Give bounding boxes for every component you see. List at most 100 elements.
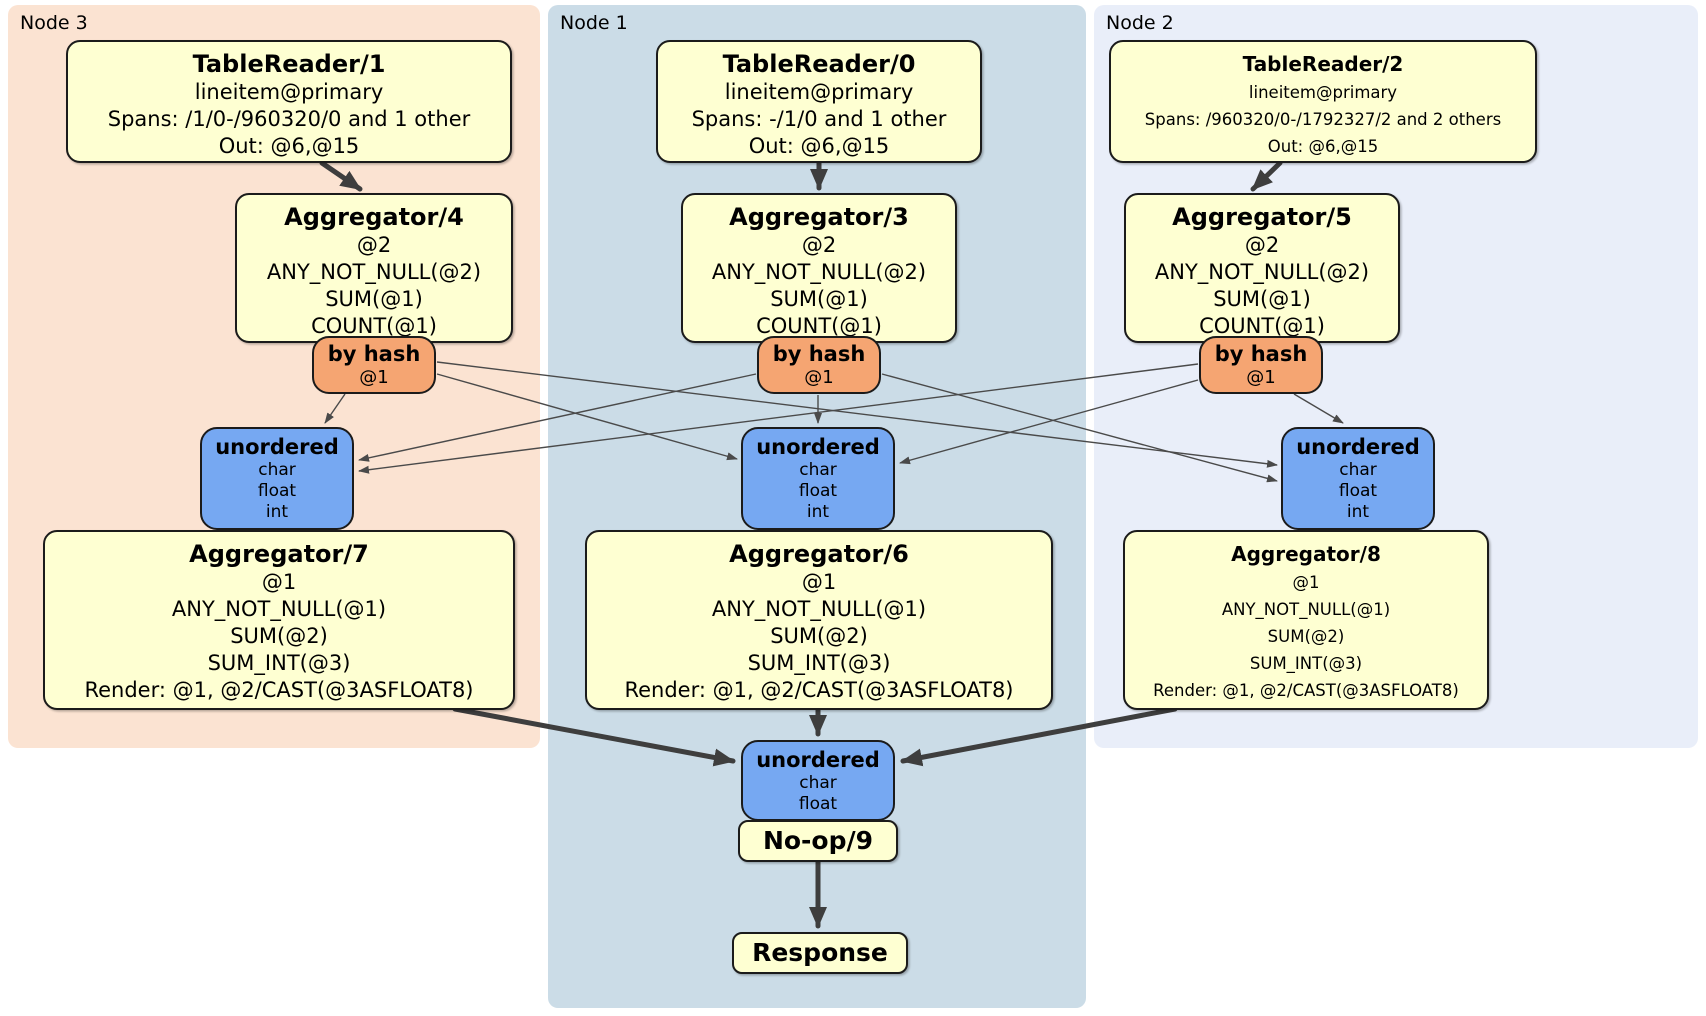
processor-response: Response [732, 932, 908, 974]
edge-hash2-to-sync1 [899, 379, 1199, 465]
sync-unordered-node2: unordered char float int [1281, 427, 1435, 530]
edge-hash3-to-sync2 [436, 361, 1278, 468]
processor-title: Response [752, 938, 888, 967]
edge-hash2-to-sync2 [1293, 393, 1344, 424]
processor-agg-line: SUM(@1) [1213, 287, 1311, 311]
sync-title: unordered [756, 748, 880, 772]
router-by-hash-node1: by hash @1 [757, 336, 881, 394]
sync-unordered-node1: unordered char float int [741, 427, 895, 530]
processor-agg-line: SUM(@2) [770, 624, 868, 648]
processor-group-line: @1 [261, 570, 297, 594]
processor-agg-line: SUM(@1) [325, 287, 423, 311]
processor-tablereader-1: TableReader/1 lineitem@primary Spans: /1… [66, 40, 512, 163]
router-key: @1 [804, 367, 834, 388]
processor-render-line: Render: @1, @2/CAST(@3ASFLOAT8) [84, 678, 474, 702]
router-by-hash-node2: by hash @1 [1199, 336, 1323, 394]
processor-title: TableReader/2 [1242, 52, 1404, 76]
processor-agg-line: ANY_NOT_NULL(@1) [171, 597, 387, 621]
processor-agg-line: SUM(@1) [770, 287, 868, 311]
processor-agg-line: ANY_NOT_NULL(@2) [266, 260, 482, 284]
processor-group-line: @1 [801, 570, 837, 594]
processor-agg-line: SUM_INT(@3) [1249, 654, 1363, 673]
router-title: by hash [1214, 342, 1308, 366]
processor-agg-line: ANY_NOT_NULL(@1) [711, 597, 927, 621]
edge-hash3-to-sync3 [324, 393, 346, 424]
router-key: @1 [359, 367, 389, 388]
processor-spans-line: Spans: -/1/0 and 1 other [691, 107, 947, 131]
processor-agg-line: COUNT(@1) [1199, 314, 1325, 338]
edge-hash2-to-sync3 [358, 363, 1199, 474]
processor-title: Aggregator/7 [189, 540, 369, 568]
sync-stream: float [257, 481, 297, 501]
processor-out-line: Out: @6,@15 [218, 134, 360, 158]
processor-agg-line: COUNT(@1) [756, 314, 882, 338]
processor-index-line: lineitem@primary [724, 80, 914, 104]
processor-agg-line: ANY_NOT_NULL(@2) [1154, 260, 1370, 284]
processor-out-line: Out: @6,@15 [748, 134, 890, 158]
sync-stream: int [806, 502, 830, 522]
processor-title: Aggregator/8 [1231, 542, 1381, 566]
sync-stream: char [258, 460, 296, 480]
sync-unordered-final: unordered char float [741, 740, 895, 821]
processor-aggregator-6: Aggregator/6 @1 ANY_NOT_NULL(@1) SUM(@2)… [585, 530, 1053, 710]
router-title: by hash [327, 342, 421, 366]
processor-aggregator-5: Aggregator/5 @2 ANY_NOT_NULL(@2) SUM(@1)… [1124, 193, 1400, 343]
region-node2-label: Node 2 [1106, 12, 1174, 34]
sync-stream: char [1339, 460, 1377, 480]
processor-agg-line: SUM_INT(@3) [207, 651, 351, 675]
processor-title: TableReader/0 [722, 50, 916, 78]
processor-index-line: lineitem@primary [194, 80, 384, 104]
edge-hash1-to-sync2 [881, 373, 1278, 483]
processor-title: Aggregator/5 [1172, 203, 1352, 231]
processor-tablereader-0: TableReader/0 lineitem@primary Spans: -/… [656, 40, 982, 163]
region-node1-label: Node 1 [560, 12, 628, 34]
edge-hash1-to-sync3 [358, 373, 757, 462]
router-key: @1 [1246, 367, 1276, 388]
processor-out-line: Out: @6,@15 [1267, 137, 1379, 156]
processor-agg-line: SUM(@2) [1267, 627, 1345, 646]
sync-title: unordered [215, 435, 339, 459]
processor-title: TableReader/1 [192, 50, 386, 78]
processor-noop-9: No-op/9 [738, 820, 898, 862]
processor-group-line: @1 [1292, 573, 1320, 592]
processor-spans-line: Spans: /1/0-/960320/0 and 1 other [107, 107, 471, 131]
processor-group-line: @2 [1244, 233, 1280, 257]
sync-stream: char [799, 773, 837, 793]
processor-agg-line: SUM_INT(@3) [747, 651, 891, 675]
processor-title: Aggregator/6 [729, 540, 909, 568]
processor-spans-line: Spans: /960320/0-/1792327/2 and 2 others [1144, 110, 1502, 129]
sync-title: unordered [756, 435, 880, 459]
processor-title: Aggregator/3 [729, 203, 909, 231]
processor-aggregator-4: Aggregator/4 @2 ANY_NOT_NULL(@2) SUM(@1)… [235, 193, 513, 343]
processor-agg-line: SUM(@2) [230, 624, 328, 648]
processor-index-line: lineitem@primary [1248, 83, 1398, 102]
processor-group-line: @2 [801, 233, 837, 257]
edge-tr2-to-agg5 [1250, 160, 1283, 192]
processor-aggregator-3: Aggregator/3 @2 ANY_NOT_NULL(@2) SUM(@1)… [681, 193, 957, 343]
sync-stream: int [265, 502, 289, 522]
processor-agg-line: ANY_NOT_NULL(@1) [1221, 600, 1391, 619]
processor-group-line: @2 [356, 233, 392, 257]
edge-agg8-to-final-sync [900, 706, 1178, 767]
edge-agg7-to-final-sync [452, 706, 736, 767]
processor-render-line: Render: @1, @2/CAST(@3ASFLOAT8) [624, 678, 1014, 702]
processor-title: Aggregator/4 [284, 203, 464, 231]
edge-tr1-to-agg4 [319, 160, 363, 192]
router-title: by hash [772, 342, 866, 366]
router-by-hash-node3: by hash @1 [312, 336, 436, 394]
processor-aggregator-7: Aggregator/7 @1 ANY_NOT_NULL(@1) SUM(@2)… [43, 530, 515, 710]
sync-stream: int [1346, 502, 1370, 522]
sync-stream: float [798, 794, 838, 814]
processor-tablereader-2: TableReader/2 lineitem@primary Spans: /9… [1109, 40, 1537, 163]
processor-aggregator-8: Aggregator/8 @1 ANY_NOT_NULL(@1) SUM(@2)… [1123, 530, 1489, 710]
sync-stream: float [798, 481, 838, 501]
sync-stream: char [799, 460, 837, 480]
sync-title: unordered [1296, 435, 1420, 459]
edge-hash3-to-sync1 [436, 373, 738, 461]
sync-unordered-node3: unordered char float int [200, 427, 354, 530]
processor-title: No-op/9 [762, 826, 874, 855]
processor-render-line: Render: @1, @2/CAST(@3ASFLOAT8) [1153, 681, 1459, 700]
sync-stream: float [1338, 481, 1378, 501]
region-node3-label: Node 3 [20, 12, 88, 34]
